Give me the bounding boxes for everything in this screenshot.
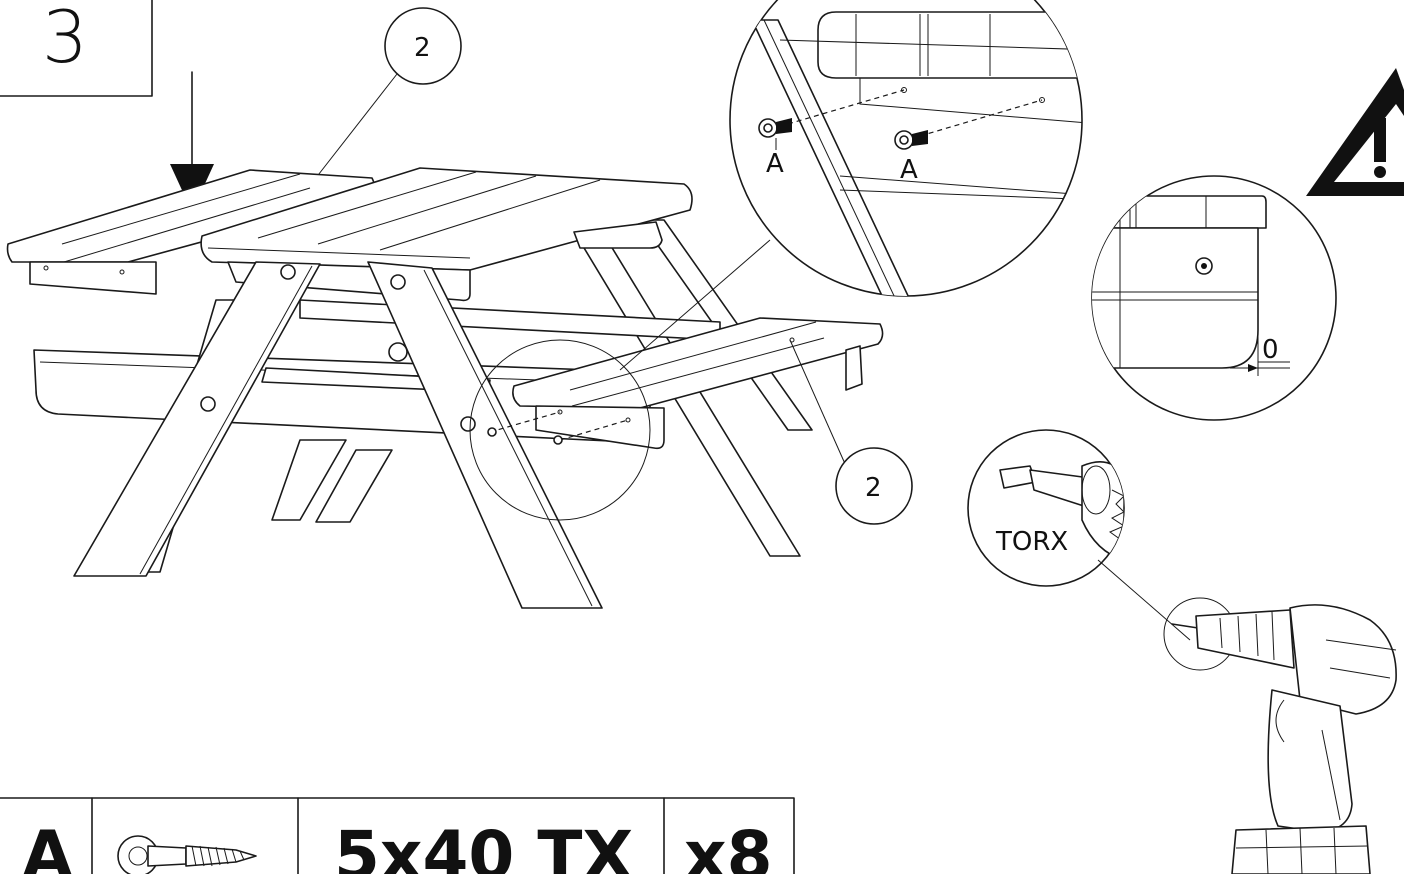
callout-bench-left: 2: [307, 7, 462, 189]
detail-zoom-screws: A A: [729, 0, 1083, 297]
step-box: 3: [0, 0, 153, 97]
warning-triangle-icon: [1306, 68, 1404, 196]
screw-icon: [117, 835, 257, 874]
step-number: 3: [42, 0, 88, 79]
screw-label-a: A: [766, 149, 784, 179]
part-size: 5x40 TX: [334, 817, 633, 874]
part-quantity: x8: [684, 817, 773, 874]
screw-label-a: A: [900, 155, 918, 185]
callout-label: 2: [414, 33, 431, 63]
part-id: A: [22, 817, 73, 874]
picnic-table: [6, 167, 884, 609]
detail-zoom-gap: 0: [1091, 175, 1337, 421]
callout-bench-right: 2: [789, 339, 913, 525]
torx-label: TORX: [995, 527, 1068, 557]
callout-label: 2: [865, 473, 882, 503]
torx-bit-detail: TORX: [967, 429, 1191, 641]
gap-value: 0: [1262, 335, 1279, 365]
drill-icon: [1163, 597, 1397, 874]
parts-table: A 5x40 TX x8: [0, 797, 795, 874]
